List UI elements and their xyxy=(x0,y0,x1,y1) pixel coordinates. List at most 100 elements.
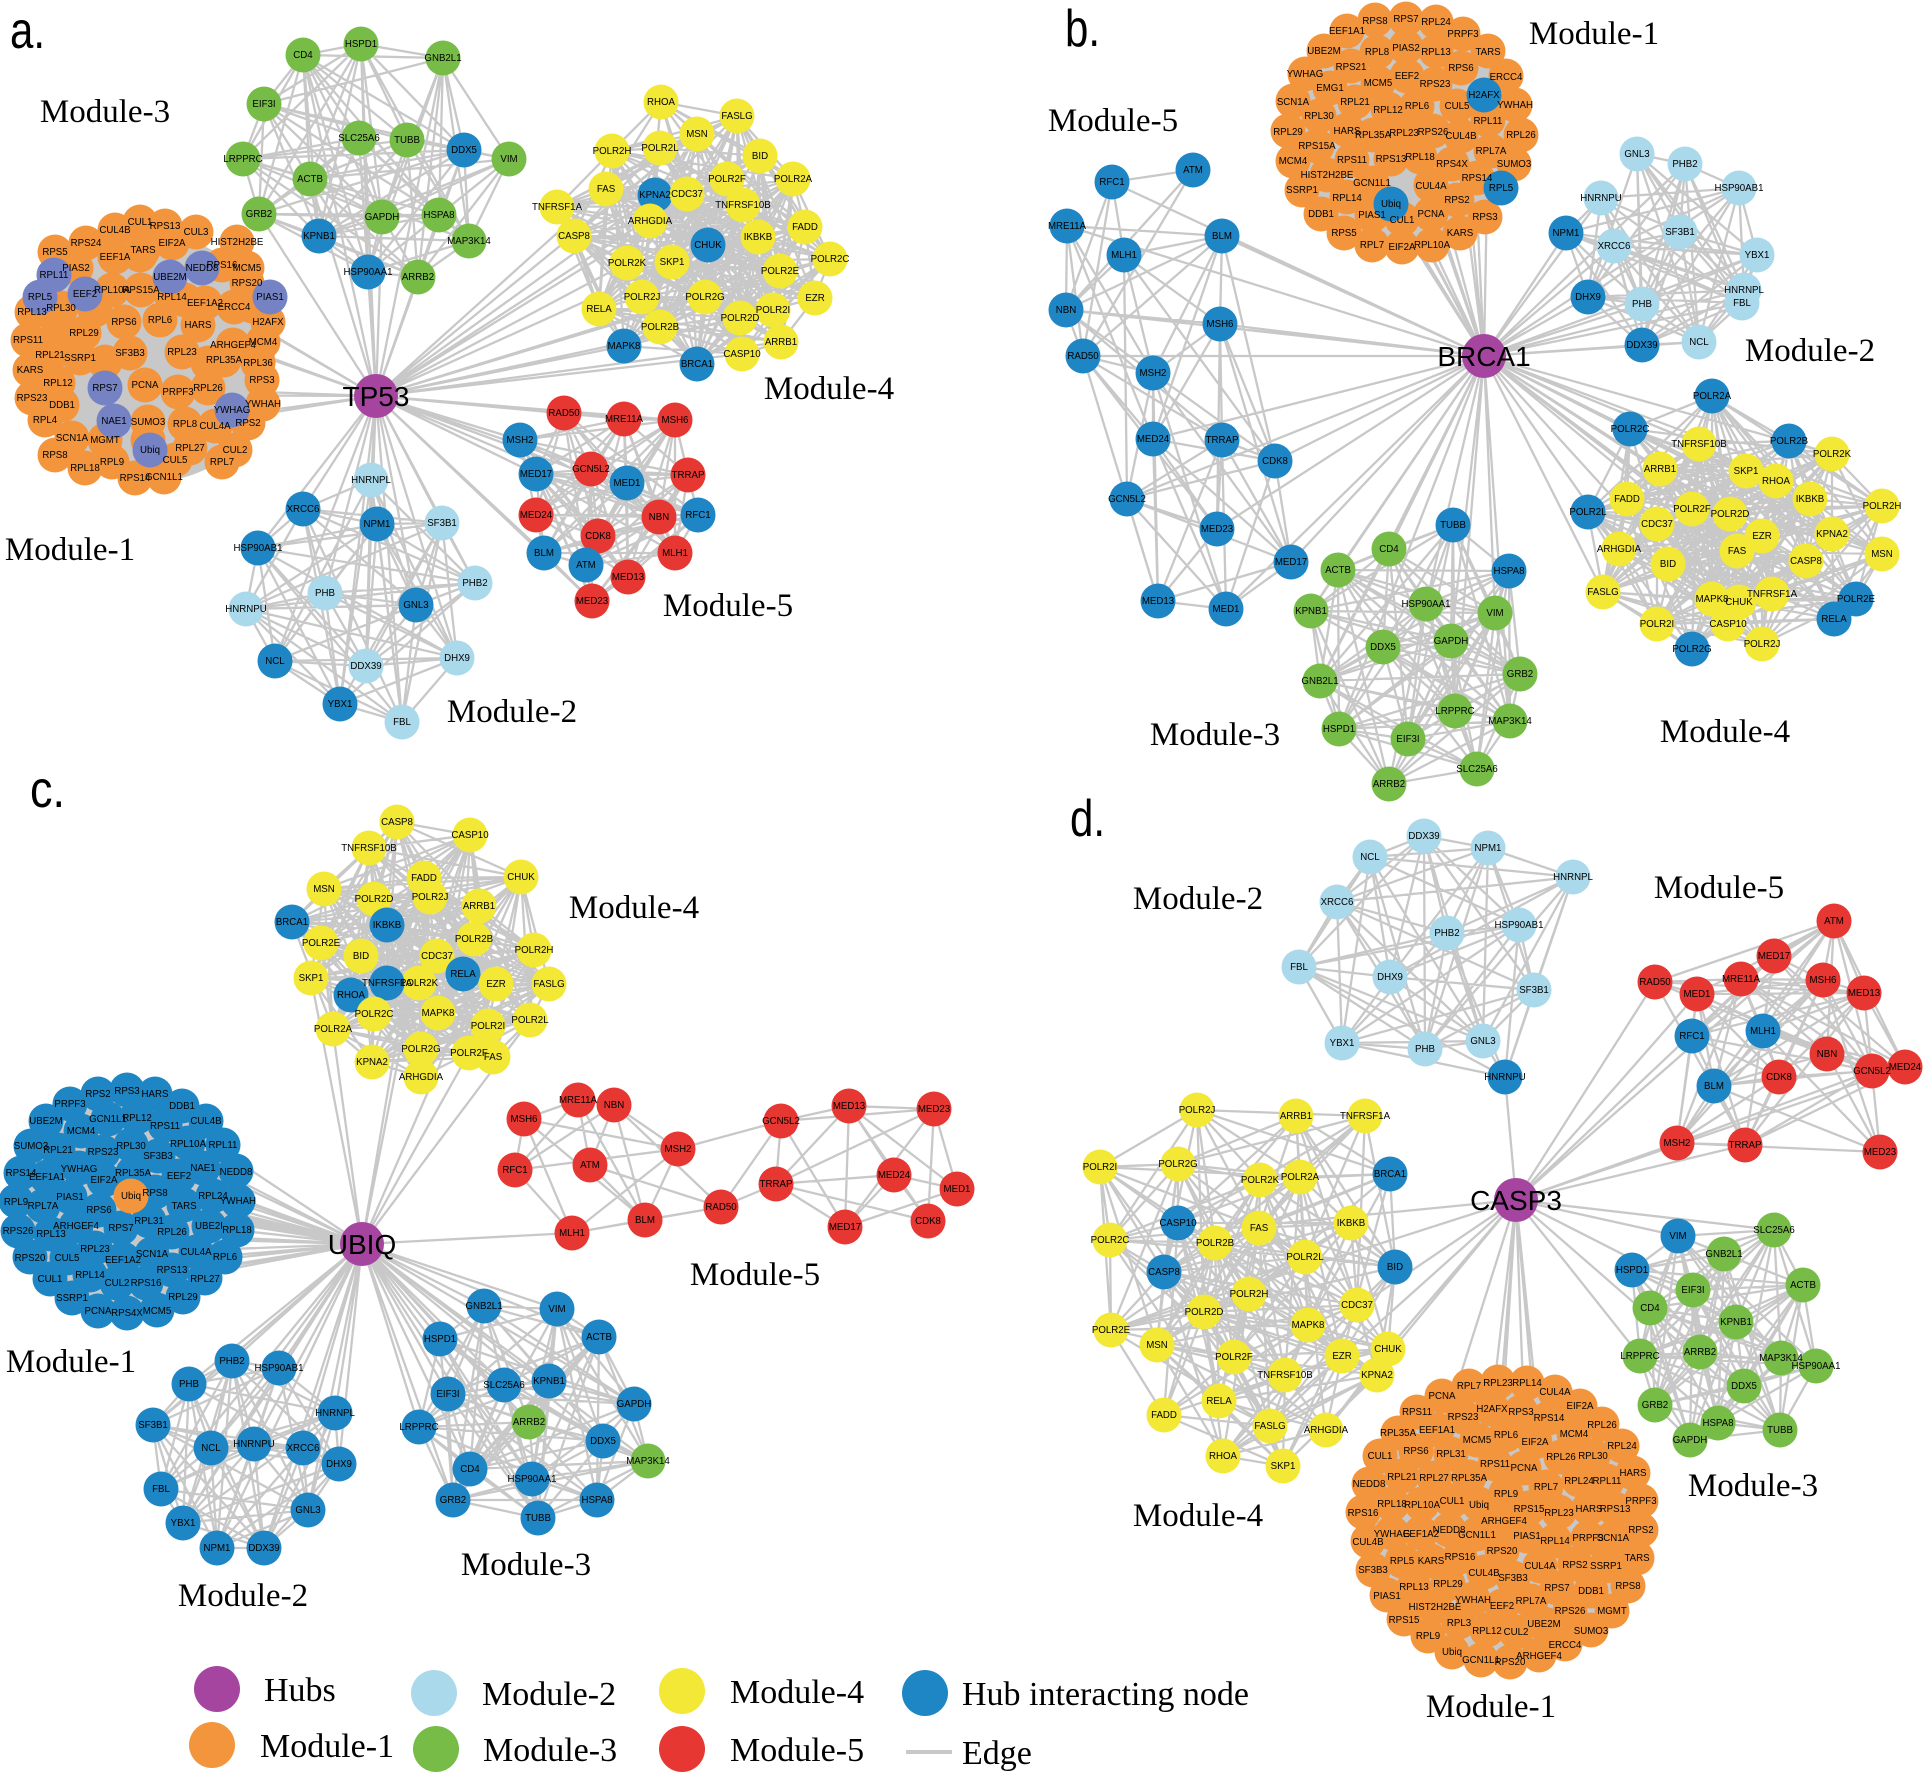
svg-text:EIF2A: EIF2A xyxy=(1567,1401,1594,1412)
svg-text:KPNB1: KPNB1 xyxy=(303,231,335,242)
svg-text:KPNA2: KPNA2 xyxy=(639,190,671,201)
svg-text:DDX5: DDX5 xyxy=(1731,1381,1757,1392)
svg-text:MLH1: MLH1 xyxy=(559,1228,585,1239)
svg-text:RPL35A: RPL35A xyxy=(1355,130,1392,141)
svg-text:PHB: PHB xyxy=(1632,299,1652,310)
svg-text:RFC1: RFC1 xyxy=(1099,177,1124,188)
svg-text:MED23: MED23 xyxy=(576,596,608,607)
svg-text:PIAS1: PIAS1 xyxy=(1358,210,1385,221)
svg-text:DDB1: DDB1 xyxy=(1308,209,1334,220)
svg-text:POLR2F: POLR2F xyxy=(450,1048,488,1059)
svg-text:RPL23: RPL23 xyxy=(1389,128,1419,139)
svg-text:POLR2H: POLR2H xyxy=(593,146,632,157)
svg-text:ARHGDIA: ARHGDIA xyxy=(628,216,673,227)
svg-text:MAP3K14: MAP3K14 xyxy=(447,236,491,247)
svg-text:IKBKB: IKBKB xyxy=(744,232,773,243)
svg-text:Edge: Edge xyxy=(962,1735,1032,1772)
svg-text:TNFRSF1A: TNFRSF1A xyxy=(362,978,413,989)
svg-text:POLR2C: POLR2C xyxy=(355,1009,394,1020)
svg-text:MED17: MED17 xyxy=(829,1222,861,1233)
svg-text:MSH6: MSH6 xyxy=(1207,319,1234,330)
svg-text:CUL3: CUL3 xyxy=(184,227,209,238)
svg-text:POLR2L: POLR2L xyxy=(1286,1252,1324,1263)
svg-text:RPS11: RPS11 xyxy=(13,335,43,346)
svg-text:NPM1: NPM1 xyxy=(1475,843,1502,854)
svg-text:ATM: ATM xyxy=(576,560,596,571)
svg-text:NEDD8: NEDD8 xyxy=(186,263,219,274)
svg-text:DDX5: DDX5 xyxy=(451,145,477,156)
svg-text:POLR2A: POLR2A xyxy=(314,1024,353,1035)
svg-text:RPS23: RPS23 xyxy=(88,1147,119,1158)
svg-text:RPL21: RPL21 xyxy=(1387,1472,1417,1483)
svg-text:RPL9: RPL9 xyxy=(100,457,124,468)
svg-text:MSH2: MSH2 xyxy=(1664,1138,1691,1149)
svg-text:H2AFX: H2AFX xyxy=(252,317,284,328)
svg-text:MSH2: MSH2 xyxy=(507,435,534,446)
svg-text:TUBB: TUBB xyxy=(1440,520,1466,531)
svg-text:KARS: KARS xyxy=(17,365,44,376)
svg-text:MGMT: MGMT xyxy=(1597,1606,1627,1617)
svg-text:RPL14: RPL14 xyxy=(1512,1378,1542,1389)
svg-text:NPM1: NPM1 xyxy=(1553,228,1580,239)
svg-text:HSPD1: HSPD1 xyxy=(1323,724,1355,735)
svg-text:Module-5: Module-5 xyxy=(730,1732,864,1769)
svg-text:POLR2A: POLR2A xyxy=(1281,1172,1320,1183)
svg-text:ARRB1: ARRB1 xyxy=(765,337,797,348)
svg-text:RPS14: RPS14 xyxy=(6,1168,37,1179)
svg-text:GAPDH: GAPDH xyxy=(1434,636,1468,647)
svg-text:RPL6: RPL6 xyxy=(1405,101,1429,112)
svg-text:TRRAP: TRRAP xyxy=(672,470,705,481)
svg-text:RPL4: RPL4 xyxy=(33,415,58,426)
svg-text:CUL1: CUL1 xyxy=(128,217,153,228)
svg-text:EIF3I: EIF3I xyxy=(252,99,275,110)
svg-text:HSP90AA1: HSP90AA1 xyxy=(1401,599,1450,610)
svg-text:XRCC6: XRCC6 xyxy=(1321,897,1354,908)
svg-text:RPL11: RPL11 xyxy=(209,1140,238,1151)
svg-text:GRB2: GRB2 xyxy=(1507,669,1533,680)
svg-text:TNFRSF10B: TNFRSF10B xyxy=(341,843,396,854)
svg-text:FASLG: FASLG xyxy=(1587,587,1618,598)
svg-text:NCL: NCL xyxy=(1689,337,1709,348)
svg-text:RPS3: RPS3 xyxy=(114,1086,139,1097)
svg-text:EIF3I: EIF3I xyxy=(1681,1285,1704,1296)
svg-text:BLM: BLM xyxy=(1704,1081,1724,1092)
svg-text:RPS15A: RPS15A xyxy=(122,285,160,296)
svg-text:YWHAH: YWHAH xyxy=(220,1196,256,1207)
svg-text:RFC1: RFC1 xyxy=(502,1165,527,1176)
svg-text:EEF1A1: EEF1A1 xyxy=(1329,26,1365,37)
svg-text:RPL10A: RPL10A xyxy=(1414,240,1451,251)
svg-text:RFC1: RFC1 xyxy=(1679,1031,1704,1042)
svg-text:CUL2: CUL2 xyxy=(105,1278,130,1289)
svg-text:Module-2: Module-2 xyxy=(482,1676,616,1713)
svg-text:ARHGDIA: ARHGDIA xyxy=(1304,1425,1349,1436)
svg-text:BRCA1: BRCA1 xyxy=(1374,1169,1406,1180)
svg-text:YWHAG: YWHAG xyxy=(61,1164,98,1175)
svg-text:RPL7A: RPL7A xyxy=(28,1201,59,1212)
svg-text:RPS11: RPS11 xyxy=(150,1121,180,1132)
svg-text:POLR2J: POLR2J xyxy=(1744,639,1781,650)
svg-text:MED1: MED1 xyxy=(944,1184,971,1195)
svg-text:SLC25A6: SLC25A6 xyxy=(1753,1225,1794,1236)
svg-text:RHOA: RHOA xyxy=(1209,1451,1238,1462)
svg-text:PIAS1: PIAS1 xyxy=(256,292,283,303)
svg-text:RPS23: RPS23 xyxy=(1420,79,1451,90)
svg-text:DDB1: DDB1 xyxy=(49,400,75,411)
svg-text:SSRP1: SSRP1 xyxy=(56,1293,88,1304)
svg-text:POLR2A: POLR2A xyxy=(1693,391,1732,402)
svg-text:POLR2G: POLR2G xyxy=(401,1044,440,1055)
svg-text:RPL23: RPL23 xyxy=(1544,1508,1574,1519)
svg-text:MSN: MSN xyxy=(313,884,335,895)
svg-text:FAS: FAS xyxy=(1250,1223,1269,1234)
svg-text:GNB2L1: GNB2L1 xyxy=(1301,676,1338,687)
svg-text:SUMO3: SUMO3 xyxy=(131,417,165,428)
svg-text:RAD50: RAD50 xyxy=(548,408,580,419)
svg-text:Module-2: Module-2 xyxy=(1745,333,1875,369)
svg-text:POLR2H: POLR2H xyxy=(515,945,554,956)
svg-text:GCN1L1: GCN1L1 xyxy=(1353,178,1391,189)
svg-text:LRPPRC: LRPPRC xyxy=(223,154,262,165)
svg-text:MLH1: MLH1 xyxy=(1111,250,1137,261)
svg-text:RPL29: RPL29 xyxy=(69,328,99,339)
svg-text:YWHAG: YWHAG xyxy=(214,405,251,416)
svg-text:CASP8: CASP8 xyxy=(381,817,413,828)
svg-text:RPS13: RPS13 xyxy=(150,221,181,232)
